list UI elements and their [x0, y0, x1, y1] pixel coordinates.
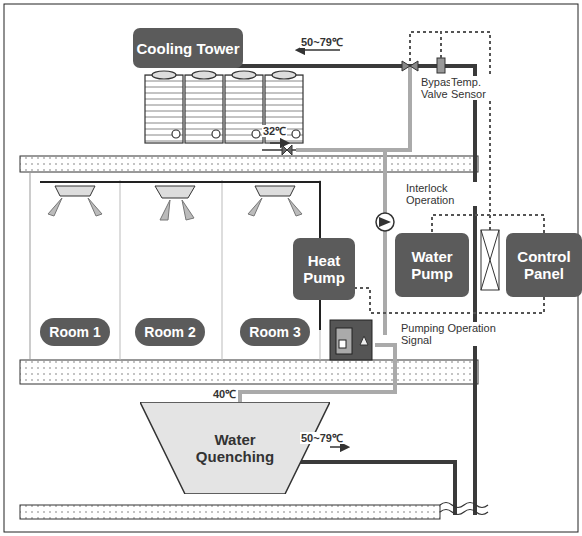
quench-tank: Water Quenching: [140, 402, 330, 494]
room-pill: Room 1: [40, 318, 110, 346]
node-text: Cooling Tower: [136, 40, 239, 57]
node-text: Water Pump: [395, 248, 469, 282]
annotation-label: Interlock Operation: [405, 182, 477, 206]
node-text: Heat Pump: [293, 252, 355, 286]
heat-pump-box: Heat Pump: [293, 238, 355, 300]
title-box: Cooling Tower: [133, 28, 243, 68]
water-pump-box: Water Pump: [395, 233, 469, 297]
annotation-label: 50~79℃: [300, 36, 344, 48]
annotation-label: 40℃: [212, 388, 237, 400]
annotation-label: Temp. Sensor: [450, 76, 492, 100]
node-text: Room 2: [144, 324, 195, 340]
annotation-label: Pumping Operation Signal: [400, 322, 502, 346]
node-text: Water Quenching: [185, 431, 285, 465]
annotation-label: 32℃: [262, 125, 287, 137]
node-text: Room 3: [249, 324, 300, 340]
room-pill: Room 3: [240, 318, 310, 346]
node-text: Control Panel: [506, 248, 582, 282]
room-pill: Room 2: [135, 318, 205, 346]
node-text: Room 1: [49, 324, 100, 340]
annotation-label: 50~79℃: [300, 432, 344, 444]
signal-line: [432, 215, 544, 233]
control-panel-box: Control Panel: [506, 233, 582, 297]
